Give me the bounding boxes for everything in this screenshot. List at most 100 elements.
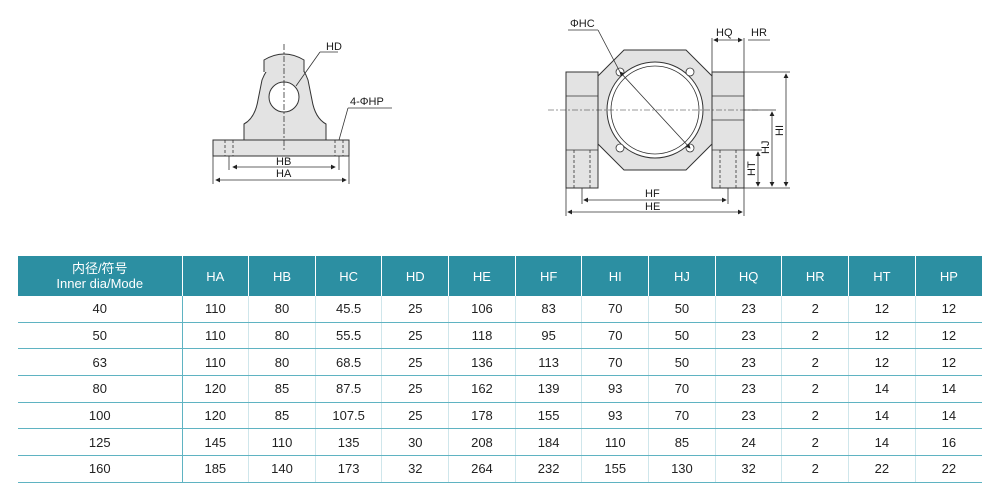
table-cell: 16 — [915, 428, 982, 457]
table-cell: 120 — [182, 402, 250, 430]
technical-drawings: HD 4-ΦHP HB HA — [212, 18, 790, 216]
table-cell: 23 — [715, 322, 783, 350]
table-cell: 12 — [915, 348, 982, 377]
table-cell: 130 — [648, 455, 716, 483]
table-cell: 83 — [515, 296, 583, 323]
table-cell: 87.5 — [315, 375, 383, 403]
table-cell: 110 — [182, 348, 250, 377]
table-cell: 12 — [848, 296, 916, 323]
table-cell: 25 — [381, 375, 450, 403]
table-cell: 110 — [182, 322, 250, 350]
table-cell: 208 — [448, 428, 516, 457]
table-cell: 178 — [448, 402, 516, 430]
table-cell: 23 — [715, 402, 783, 430]
header-cell: HI — [581, 256, 650, 296]
table-cell: 14 — [848, 428, 916, 457]
table-cell: 184 — [515, 428, 583, 457]
table-cell: 264 — [448, 455, 516, 483]
table-cell: 173 — [315, 455, 383, 483]
table-cell: 70 — [648, 375, 716, 403]
table-cell: 136 — [448, 348, 516, 377]
table-cell: 93 — [581, 375, 650, 403]
table-cell: 14 — [915, 375, 982, 403]
table-cell: 50 — [648, 296, 716, 323]
header-cell: HP — [915, 256, 982, 296]
table-cell: 110 — [581, 428, 650, 457]
label-hb: HB — [276, 156, 291, 168]
table-cell: 145 — [182, 428, 250, 457]
label-he: HE — [645, 201, 660, 213]
table-cell: 107.5 — [315, 402, 383, 430]
table-cell: 50 — [648, 348, 716, 377]
label-hd: HD — [326, 41, 342, 53]
inner-dia-cell: 50 — [18, 322, 183, 350]
table-cell: 23 — [715, 375, 783, 403]
drawings-svg: HD 4-ΦHP HB HA — [212, 18, 790, 216]
label-hf: HF — [645, 188, 660, 200]
table-cell: 135 — [315, 428, 383, 457]
table-cell: 110 — [182, 296, 250, 323]
header-cell: HC — [315, 256, 383, 296]
table-cell: 155 — [515, 402, 583, 430]
header-cell: HQ — [715, 256, 783, 296]
table-cell: 232 — [515, 455, 583, 483]
label-hq: HQ — [716, 27, 733, 39]
label-hj: HJ — [760, 141, 772, 154]
table-cell: 23 — [715, 296, 783, 323]
table-cell: 55.5 — [315, 322, 383, 350]
table-cell: 50 — [648, 322, 716, 350]
inner-dia-cell: 160 — [18, 455, 183, 483]
inner-dia-cell: 80 — [18, 375, 183, 403]
label-hr: HR — [751, 27, 767, 39]
table-cell: 185 — [182, 455, 250, 483]
label-hi: HI — [774, 125, 786, 136]
header-cell: HT — [848, 256, 916, 296]
table-cell: 12 — [915, 296, 982, 323]
table-cell: 162 — [448, 375, 516, 403]
table-cell: 25 — [381, 296, 450, 323]
table-cell: 2 — [781, 402, 850, 430]
table-cell: 2 — [781, 348, 850, 377]
header-cell: HR — [781, 256, 850, 296]
table-cell: 70 — [581, 296, 650, 323]
inner-dia-cell: 40 — [18, 296, 183, 323]
table-cell: 93 — [581, 402, 650, 430]
table-cell: 80 — [248, 296, 316, 323]
label-ht: HT — [746, 161, 758, 176]
header-cell: HB — [248, 256, 316, 296]
table-cell: 113 — [515, 348, 583, 377]
table-cell: 70 — [581, 348, 650, 377]
table-cell: 2 — [781, 455, 850, 483]
table-cell: 32 — [381, 455, 450, 483]
header-inner-dia-en: Inner dia/Mode — [56, 276, 144, 291]
table-cell: 85 — [248, 402, 316, 430]
table-cell: 85 — [648, 428, 716, 457]
table-cell: 23 — [715, 348, 783, 377]
table-cell: 106 — [448, 296, 516, 323]
table-cell: 25 — [381, 348, 450, 377]
table-cell: 155 — [581, 455, 650, 483]
table-cell: 85 — [248, 375, 316, 403]
table-cell: 2 — [781, 375, 850, 403]
label-ha: HA — [276, 168, 292, 180]
table-cell: 12 — [915, 322, 982, 350]
front-left-flange — [565, 71, 599, 189]
table-cell: 70 — [581, 322, 650, 350]
header-cell: HE — [448, 256, 516, 296]
table-cell: 140 — [248, 455, 316, 483]
table-cell: 95 — [515, 322, 583, 350]
header-cell: HF — [515, 256, 583, 296]
header-cell: HA — [182, 256, 250, 296]
table-cell: 70 — [648, 402, 716, 430]
table-cell: 25 — [381, 402, 450, 430]
header-inner-dia-cn: 内径/符号 — [71, 261, 128, 276]
inner-dia-cell: 63 — [18, 348, 183, 377]
spec-table-header: 内径/符号 Inner dia/Mode HA HB HC HD HE HF H… — [18, 256, 982, 296]
header-inner-dia: 内径/符号 Inner dia/Mode — [18, 256, 183, 296]
side-view-drawing: HD 4-ΦHP HB HA — [212, 41, 392, 184]
